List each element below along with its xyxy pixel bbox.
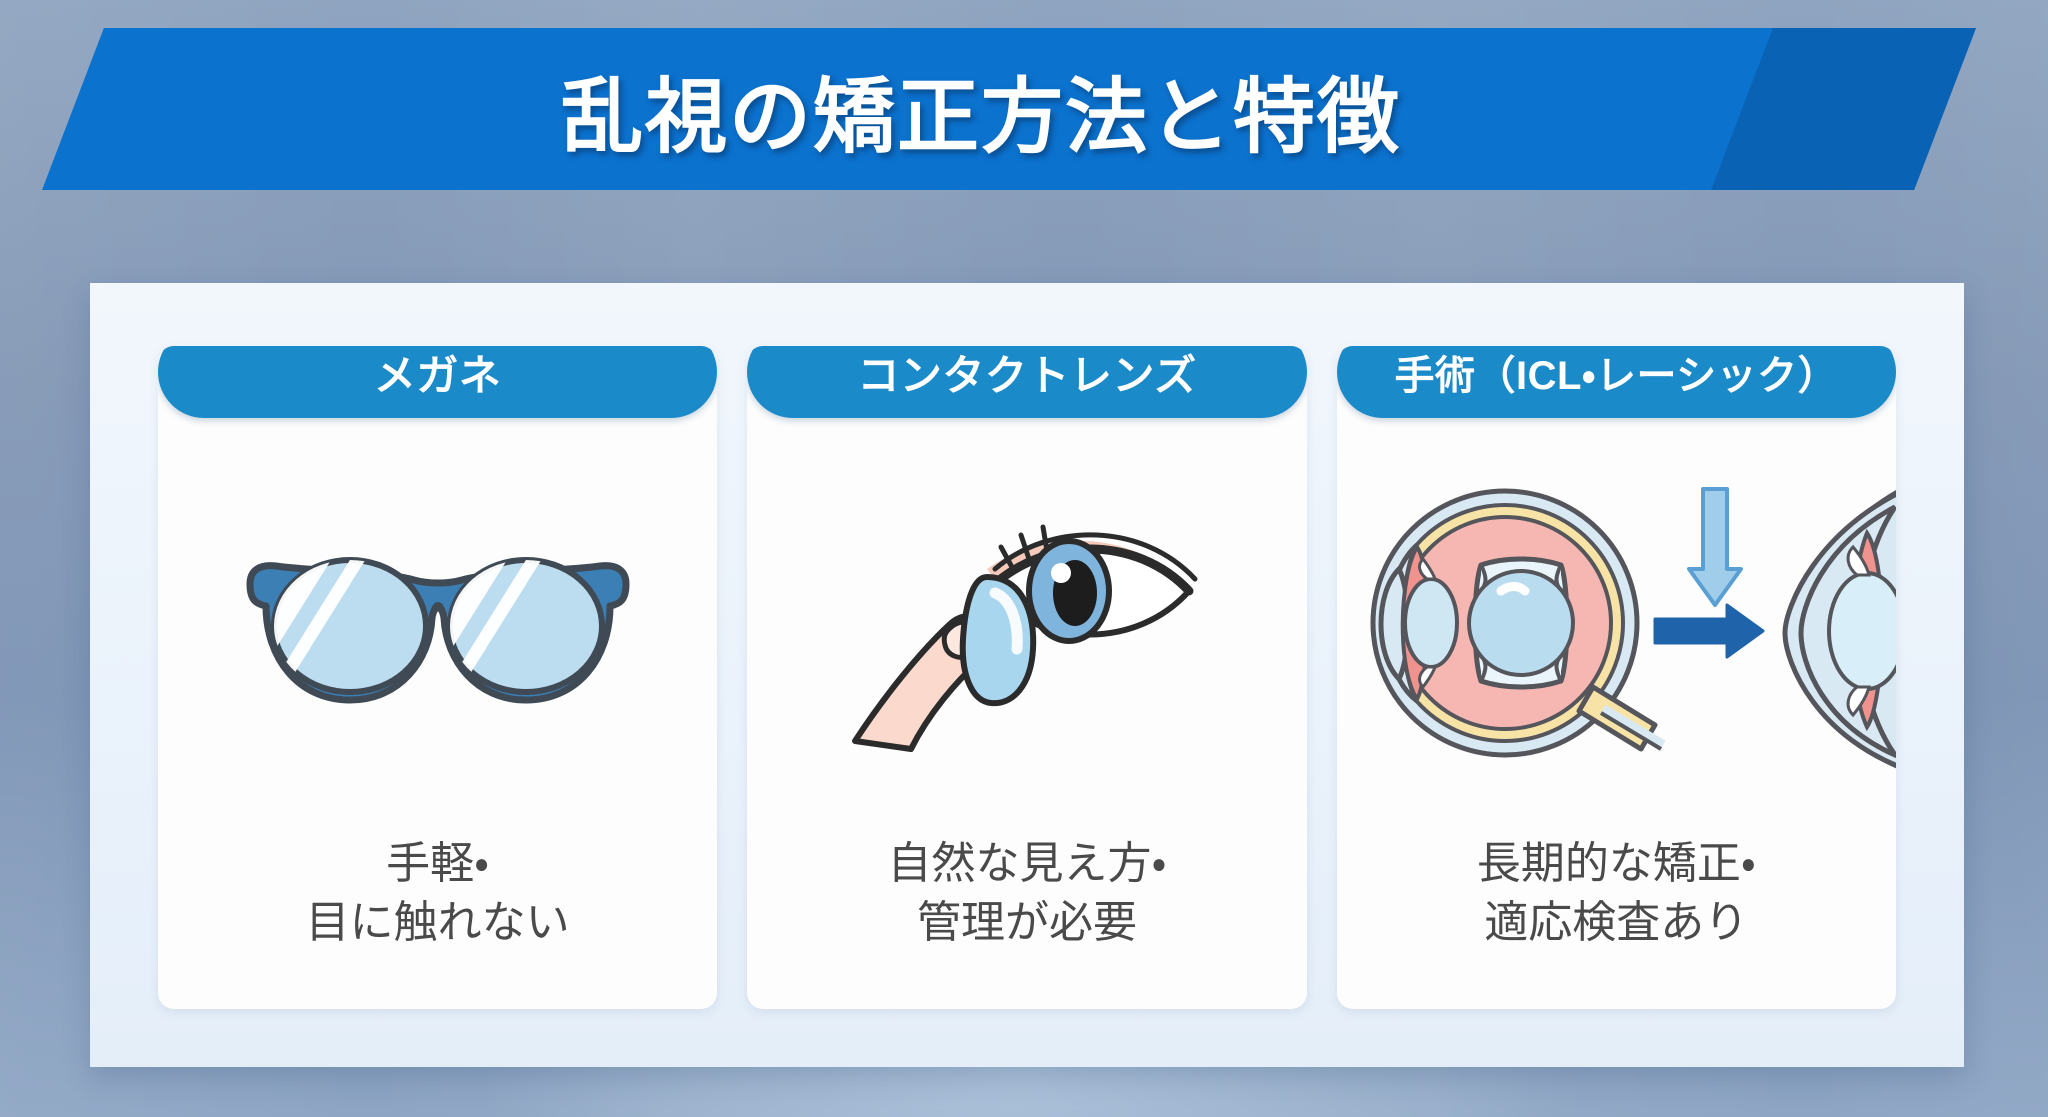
card-caption-glasses: 手軽・ 目に触れない xyxy=(158,835,717,953)
eye-cross-section-surgery-icon xyxy=(1370,487,1896,769)
contact-lens-illustration xyxy=(747,438,1306,808)
content-panel: メガネ xyxy=(90,283,1964,1067)
card-caption-contact-lens: 自然な見え方・ 管理が必要 xyxy=(747,835,1306,953)
contact-lens-insertion-icon xyxy=(851,524,1198,752)
page-title: 乱視の矯正方法と特徴 xyxy=(560,71,1401,163)
arrow-right-icon xyxy=(1653,603,1765,659)
glasses-illustration xyxy=(158,438,717,808)
method-card-glasses[interactable]: メガネ xyxy=(158,346,718,1009)
arrow-down-icon xyxy=(1686,487,1743,607)
caption-line-1: 自然な見え方・ xyxy=(887,839,1167,889)
method-card-list: メガネ xyxy=(90,283,1964,1067)
eye-anterior-zoom xyxy=(1782,489,1896,769)
caption-line-2: 適応検査あり xyxy=(1484,898,1749,948)
caption-line-1: 手軽・ xyxy=(386,839,490,889)
surgery-illustration xyxy=(1337,438,1896,808)
eyeball-cross-section xyxy=(1370,488,1666,758)
caption-line-2: 目に触れない xyxy=(305,898,570,948)
caption-line-2: 管理が必要 xyxy=(916,898,1137,948)
card-caption-surgery: 長期的な矯正・ 適応検査あり xyxy=(1337,835,1896,953)
method-card-surgery[interactable]: 手術（ICL・レーシック） xyxy=(1336,346,1896,1009)
card-header-contact-lens: コンタクトレンズ xyxy=(747,346,1307,418)
title-banner xyxy=(42,28,1976,190)
card-header-surgery: 手術（ICL・レーシック） xyxy=(1336,346,1896,418)
caption-line-1: 長期的な矯正・ xyxy=(1476,839,1756,889)
method-card-contact-lens[interactable]: コンタクトレンズ xyxy=(747,346,1307,1009)
card-header-glasses: メガネ xyxy=(158,346,718,418)
eyeglasses-icon xyxy=(246,557,630,704)
